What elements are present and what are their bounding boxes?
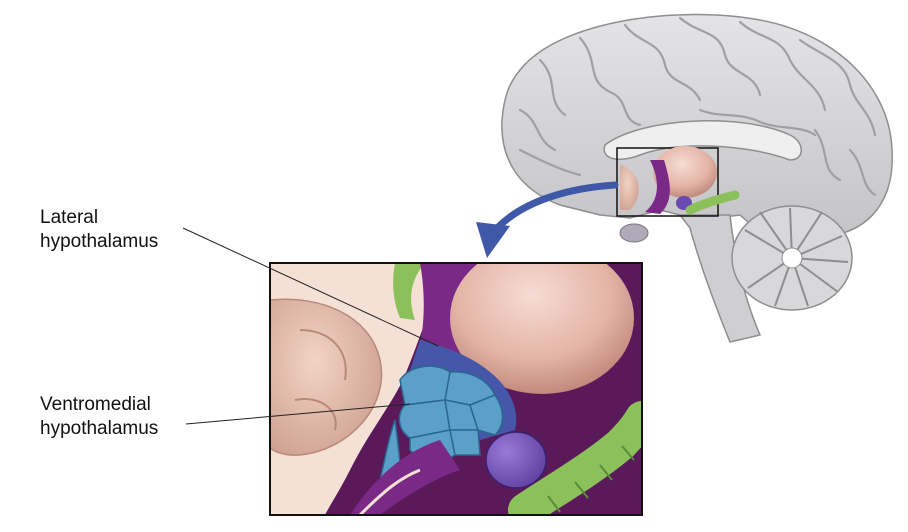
label-lateral-line2: hypothalamus (40, 231, 159, 252)
zoom-inset (270, 263, 642, 515)
label-lateral-line1: Lateral (40, 207, 99, 228)
zoom-region-box (616, 147, 719, 217)
pituitary (619, 223, 649, 243)
cerebellum (731, 205, 853, 311)
mammillary-body (485, 431, 547, 489)
ventromedial-leader-line (185, 403, 411, 425)
corpus-callosum (603, 120, 802, 161)
ventromedial-hypothalamus (379, 365, 504, 492)
label-ventromedial-hypothalamus: Ventromedial hypothalamus (40, 393, 158, 441)
label-lateral-hypothalamus: Lateral hypothalamus (40, 206, 158, 254)
label-vmh-line2: hypothalamus (40, 418, 159, 439)
zoom-inset-frame (269, 262, 643, 516)
label-vmh-line1: Ventromedial (40, 394, 151, 415)
curved-arrow-icon (476, 181, 619, 258)
brain-illustration (501, 13, 893, 343)
thalamus (450, 263, 634, 394)
zoom-region-content (620, 146, 740, 215)
lateral-leader-line (182, 227, 439, 347)
